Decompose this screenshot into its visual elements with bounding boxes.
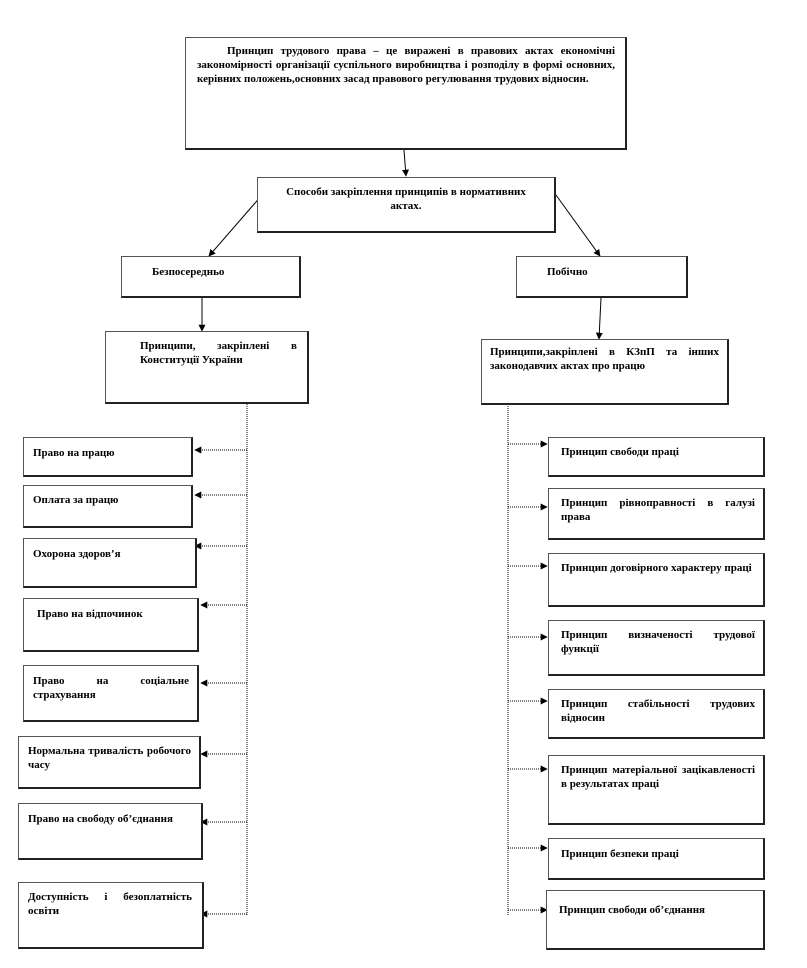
indirect-item-text: Принцип рівноправності в галузі права [561,497,755,523]
indirect-source-box: Принципи,закріплені в КЗпП та інших зако… [481,339,729,405]
methods-box: Способи закріплення принципів в норматив… [257,177,556,233]
direct-item-text: Доступність і безоплатність освіти [28,891,192,917]
indirect-item-text: Принцип визначеності трудової функції [561,629,755,655]
direct-item-text: Нормальна тривалість робочого часу [28,745,191,771]
indirect-source-text: Принципи,закріплені в КЗпП та інших зако… [490,346,719,372]
indirect-item: Принцип стабільності трудових відносин [548,689,765,739]
indirect-item-text: Принцип безпеки праці [561,848,679,860]
indirect-item: Принцип рівноправності в галузі права [548,488,765,540]
indirect-box: Побічно [516,256,688,298]
direct-box: Безпосередньо [121,256,301,298]
indirect-item: Принцип договірного характеру праці [548,553,765,607]
arrow-indirect-to-source [595,297,603,340]
direct-item: Охорона здоров’я [23,538,197,588]
indirect-item: Принцип свободи праці [548,437,765,477]
arrow-top-to-methods [402,149,410,177]
direct-item-text: Охорона здоров’я [33,548,121,560]
direct-item: Право на свободу об’єднання [18,803,203,860]
indirect-item-text: Принцип свободи праці [561,446,679,458]
indirect-label: Побічно [547,266,588,278]
direct-source-box: Принципи, закріплені в Конституції Украї… [105,331,309,404]
direct-label: Безпосередньо [152,266,225,278]
indirect-item-text: Принцип стабільності трудових відносин [561,698,755,724]
indirect-item-text: Принцип договірного характеру праці [561,562,752,574]
indirect-item-text: Принцип свободи об’єднання [559,904,705,916]
direct-item: Оплата за працю [23,485,193,528]
indirect-item: Принцип визначеності трудової функції [548,620,765,676]
arrow-methods-to-direct [208,194,263,257]
indirect-item-text: Принцип матеріальної зацікавленості в ре… [561,764,755,790]
direct-source-text: Принципи, закріплені в Конституції Украї… [140,340,297,366]
direct-item-text: Право на соціальне страхування [33,675,189,701]
indirect-item: Принцип свободи об’єднання [546,890,765,950]
direct-item: Доступність і безоплатність освіти [18,882,204,949]
indirect-item: Принцип безпеки праці [548,838,765,880]
direct-item: Право на працю [23,437,193,477]
direct-item: Нормальна тривалість робочого часу [18,736,201,789]
methods-text: Способи закріплення принципів в норматив… [286,186,526,212]
direct-item-text: Оплата за працю [33,494,119,506]
indirect-item: Принцип матеріальної зацікавленості в ре… [548,755,765,825]
direct-item-text: Право на працю [33,447,115,459]
direct-item-text: Право на відпочинок [37,608,143,620]
direct-item: Право на соціальне страхування [23,665,199,722]
direct-item-text: Право на свободу об’єднання [28,813,173,825]
arrow-methods-to-indirect [555,194,601,257]
direct-item: Право на відпочинок [23,598,199,652]
definition-box: Принцип трудового права – це виражені в … [185,37,627,150]
definition-text: Принцип трудового права – це виражені в … [197,45,615,85]
